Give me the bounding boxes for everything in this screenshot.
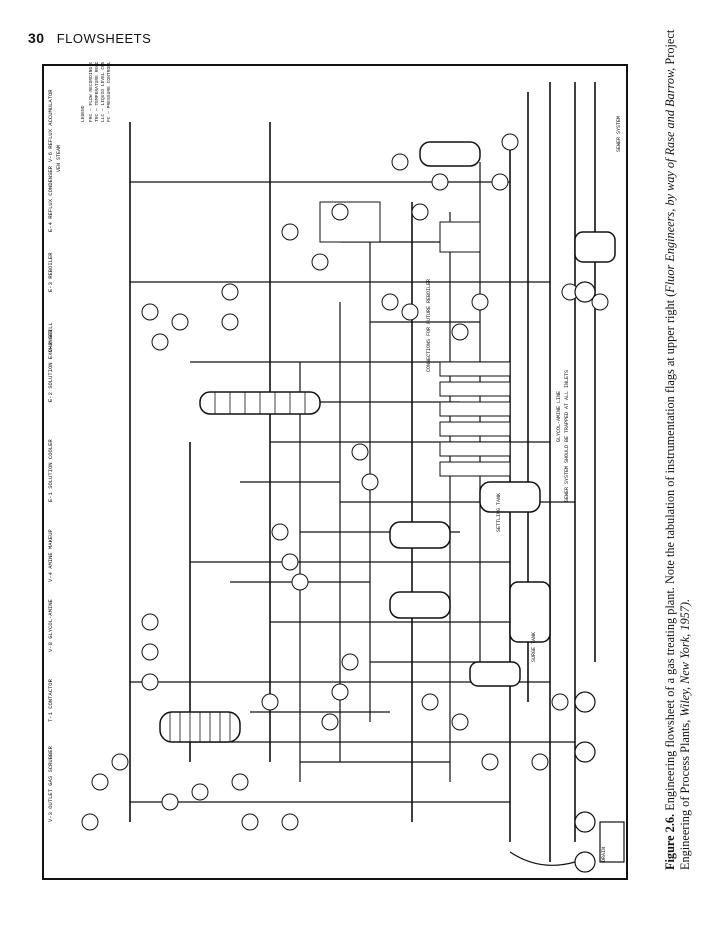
pumps [574, 281, 596, 833]
label-v2: V-2 STILL [47, 322, 54, 352]
svg-text:SEWER SYSTEM SHOULD BE TRAPPED: SEWER SYSTEM SHOULD BE TRAPPED AT ALL IN… [564, 370, 570, 502]
svg-text:PC — PRESSURE CONTROLLER: PC — PRESSURE CONTROLLER [106, 62, 112, 122]
main-headers [129, 82, 596, 862]
svg-text:CONNECTIONS FOR FUTURE REBOILE: CONNECTIONS FOR FUTURE REBOILER [426, 279, 432, 372]
drawing-border [42, 64, 628, 880]
caption-label: Figure 2.6. [663, 813, 677, 870]
label-e3: E-3 REBOILER [47, 252, 54, 292]
svg-text:TRC — TEMPERATURE RECORDING CO: TRC — TEMPERATURE RECORDING CONTROLLER [94, 62, 100, 122]
label-t1: T-1 CONTACTOR [47, 678, 54, 722]
svg-text:SEWER SYSTEM: SEWER SYSTEM [616, 116, 622, 152]
svg-text:LLC — LIQUID LEVEL CONTROLLER: LLC — LIQUID LEVEL CONTROLLER [100, 62, 106, 122]
label-v4: V-4 AMINE MAKEUP [47, 529, 54, 582]
svg-text:GLYCOL-AMINE LINE: GLYCOL-AMINE LINE [556, 391, 562, 442]
sump [509, 821, 625, 873]
svg-text:FRC — FLOW RECORDING CONTROLLE: FRC — FLOW RECORDING CONTROLLER [88, 62, 94, 122]
column-trays [169, 392, 306, 742]
instrument-bubbles [81, 133, 609, 831]
legend-block: LEGEND FRC — FLOW RECORDING CONTROLLER T… [80, 62, 112, 122]
svg-text:SURGE TANK: SURGE TANK [531, 632, 537, 662]
section-title: FLOWSHEETS [56, 31, 152, 46]
caption-text: Engineering flowsheet of a gas treating … [663, 292, 677, 811]
label-e1: E-1 SOLUTION COOLER [47, 439, 54, 502]
stream-labels: SEWER SYSTEM GLYCOL-AMINE LINE SEWER SYS… [56, 116, 622, 862]
label-e2: E-2 SOLUTION EXCHANGER [47, 329, 54, 402]
legend-title: LEGEND [80, 105, 86, 122]
flowsheet-figure: V-3 OUTLET GAS SCRUBBER T-1 CONTACTOR V-… [40, 62, 630, 882]
caption-source: Fluor Engineers, by way of Rase and Barr… [663, 67, 677, 293]
figure-caption: Figure 2.6. Engineering flowsheet of a g… [663, 10, 693, 870]
exchangers [319, 201, 511, 477]
page-number: 30 [28, 30, 45, 46]
running-head: 30 FLOWSHEETS [28, 30, 151, 46]
label-e4: E-4 REFLUX CONDENSER [47, 165, 54, 232]
label-v3: V-3 OUTLET GAS SCRUBBER [47, 745, 54, 822]
caption-publisher: Wiley, New York, 1957). [678, 598, 692, 717]
equipment-labels: V-3 OUTLET GAS SCRUBBER T-1 CONTACTOR V-… [47, 89, 54, 822]
flowsheet-drawing: V-3 OUTLET GAS SCRUBBER T-1 CONTACTOR V-… [42, 62, 628, 880]
svg-text:SETTLING TANK: SETTLING TANK [496, 493, 502, 532]
label-v6: V-6 REFLUX ACCUMULATOR [47, 89, 54, 162]
svg-text:VEN STEAM: VEN STEAM [56, 145, 62, 172]
label-v8: V-8 GLYCOL-AMINE [47, 598, 54, 652]
svg-text:DRAIN: DRAIN [601, 847, 607, 862]
